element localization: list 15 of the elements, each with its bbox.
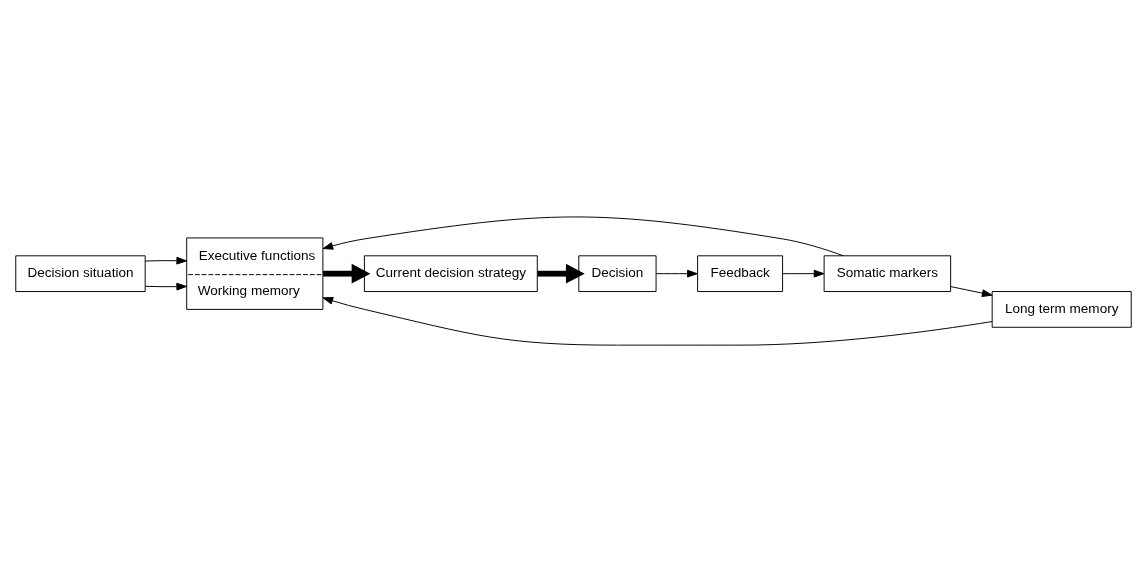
- node-box: Somatic markers: [823, 254, 952, 292]
- arrow: [322, 215, 844, 256]
- arrow: [144, 256, 187, 265]
- arrow: [323, 263, 371, 284]
- node-box: Long term memory: [991, 290, 1132, 328]
- node-box: Feedback: [697, 254, 784, 292]
- node-box: Decision: [578, 254, 657, 292]
- node-box: Decision situation: [15, 254, 146, 292]
- arrow: [322, 296, 993, 346]
- arrow: [950, 285, 993, 297]
- arrow: [655, 269, 698, 278]
- arrow: [782, 269, 825, 278]
- node-box: Current decision strategy: [363, 254, 538, 292]
- arrow: [144, 282, 187, 290]
- arrow: [537, 263, 585, 284]
